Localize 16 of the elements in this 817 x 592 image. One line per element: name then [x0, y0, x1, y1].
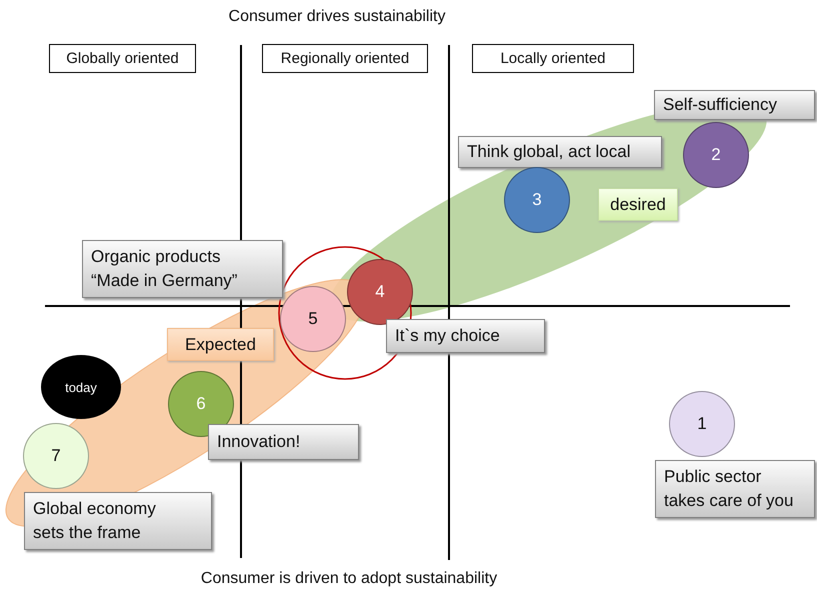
callout-box: Global economy sets the frame: [24, 492, 212, 550]
callout-box: It`s my choice: [386, 319, 545, 353]
callout-box: Self-sufficiency: [654, 90, 815, 120]
axis-title: Consumer drives sustainability: [228, 8, 446, 26]
callout-box: Think global, act local: [458, 136, 662, 168]
numbered-circle: today: [41, 355, 121, 419]
callout-box: Innovation!: [208, 424, 359, 460]
tag-box: Expected: [167, 328, 274, 361]
column-header: Globally oriented: [49, 44, 196, 73]
numbered-circle: 1: [669, 391, 735, 457]
callout-box: Organic products “Made in Germany”: [82, 240, 283, 298]
column-header: Regionally oriented: [262, 44, 428, 73]
axis-title: Consumer is driven to adopt sustainability: [200, 570, 498, 588]
column-header: Locally oriented: [472, 44, 634, 73]
callout-box: Public sector takes care of you: [655, 460, 815, 518]
tag-box: desired: [598, 188, 678, 221]
